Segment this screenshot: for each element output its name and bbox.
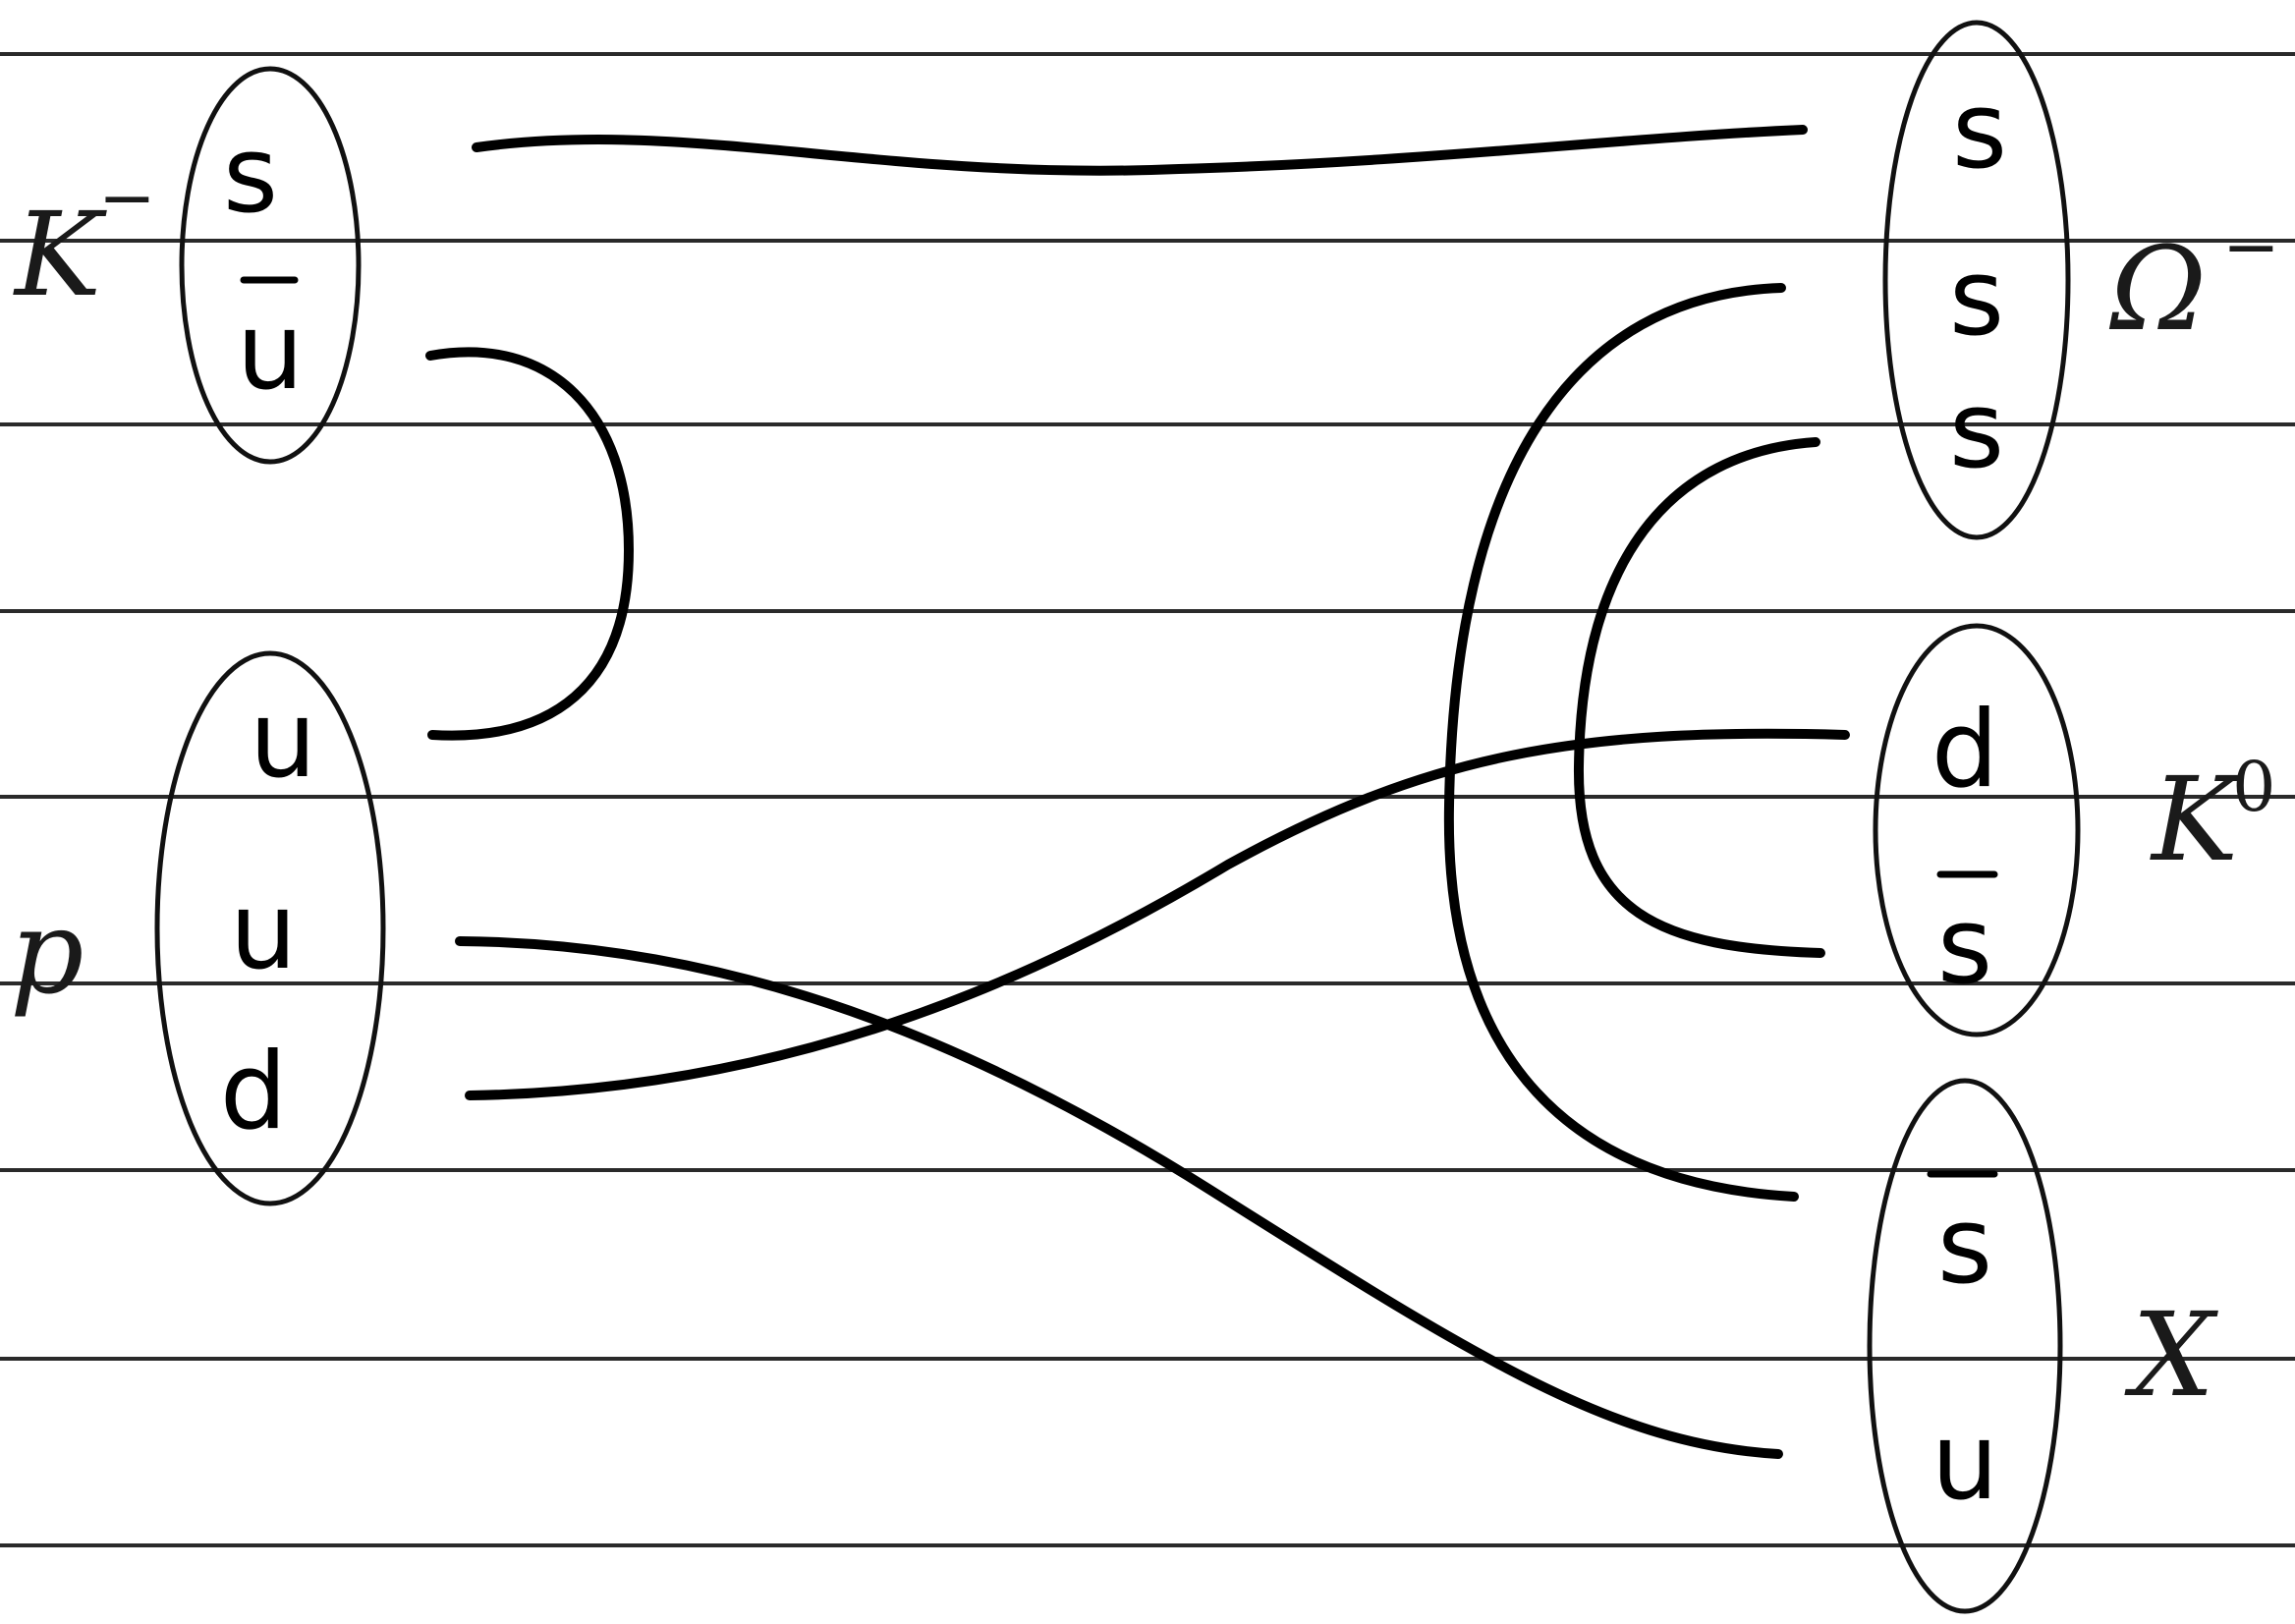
x-particle-label: X: [2124, 1287, 2218, 1423]
proton-quark-u-2: u: [230, 870, 297, 993]
u-quark-to-x-line: [455, 936, 1783, 1459]
quark-flow-lines: [425, 125, 1850, 1459]
kaon-zero-label: K: [2150, 752, 2244, 887]
x-quark-s-bar: s: [1937, 1185, 1992, 1308]
d-quark-to-kaon-zero-line: [465, 728, 1850, 1100]
kaon-minus-quark-s: s: [223, 114, 278, 237]
omega-minus-quark-s-3: s: [1949, 369, 2004, 492]
u-ubar-annihilation-arc: [425, 347, 634, 741]
kaon-minus-charge: −: [98, 157, 156, 238]
kaon-zero-quark-s-bar: s: [1937, 885, 1992, 1008]
kaon-minus-oval: [179, 66, 362, 465]
omega-minus-quark-s-2: s: [1949, 237, 2004, 360]
kaon-zero-oval: [1873, 623, 2081, 1037]
kaon-minus-quark-u-bar: u: [237, 291, 304, 414]
s-sbar-pair-inner-arc: [1573, 437, 1825, 958]
kaon-minus-label: K: [13, 187, 107, 322]
proton-quark-u-1: u: [250, 679, 316, 802]
kaon-zero-charge: 0: [2232, 747, 2276, 827]
proton-quark-d: d: [220, 1031, 288, 1153]
proton-oval: [154, 650, 386, 1206]
omega-minus-label: Ω: [2108, 221, 2207, 357]
omega-minus-charge: −: [2222, 206, 2280, 287]
hadron-labels: K − p Ω − K 0 X: [10, 157, 2280, 1423]
omega-minus-quark-s-1: s: [1952, 70, 2007, 193]
hadron-ovals: [154, 20, 2081, 1614]
x-quark-u: u: [1931, 1401, 1998, 1524]
quark-labels: s u u u d s s s d s s u: [220, 70, 2007, 1524]
kaon-zero-quark-d: d: [1931, 689, 1999, 812]
proton-label: p: [10, 884, 84, 1020]
omega-minus-oval: [1882, 20, 2071, 540]
s-sbar-pair-outer-arc: [1443, 283, 1799, 1202]
x-particle-oval: [1867, 1078, 2063, 1614]
s-quark-through-line: [472, 125, 1808, 176]
